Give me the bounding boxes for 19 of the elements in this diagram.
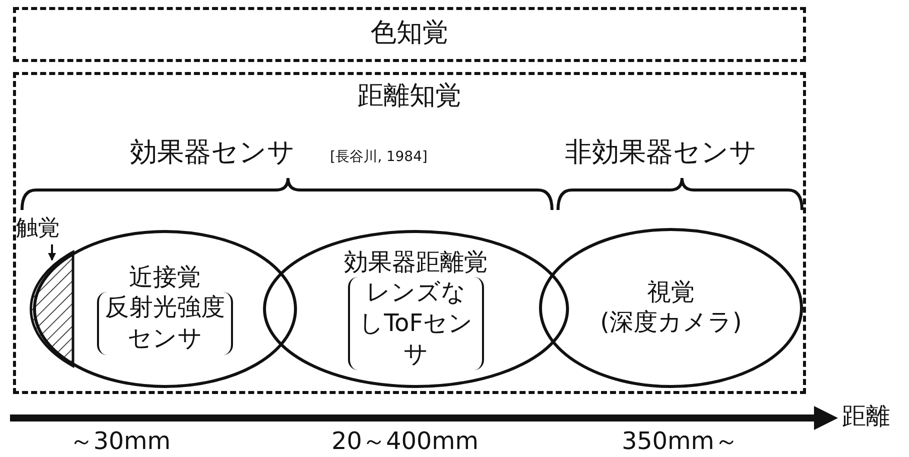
- dashed-frame: [13, 72, 806, 394]
- group-label: 非効果器センサ: [565, 137, 757, 170]
- ellipse-title: 近接覚: [129, 263, 201, 292]
- ellipse-title: 視覚: [647, 278, 695, 307]
- ellipse-title: 効果器距離覚: [344, 248, 488, 277]
- ellipse-subtitle: レンズなしToFセンサ: [348, 276, 484, 370]
- frame-title: 距離知覚: [356, 81, 462, 112]
- frame-title: 色知覚: [370, 18, 450, 50]
- ellipse-subtitle: 反射光強度センサ: [97, 292, 233, 355]
- group-label: 効果器センサ: [130, 137, 295, 170]
- range-label: 350mm～: [622, 427, 738, 456]
- dashed-frame: [13, 7, 806, 62]
- axis-label: 距離: [842, 402, 890, 431]
- leader-arrow: [48, 244, 56, 261]
- text-label: 触覚: [16, 216, 60, 242]
- range-label: ～30mm: [69, 427, 171, 456]
- citation: [長谷川, 1984]: [330, 149, 428, 166]
- ellipse-subtitle: (深度カメラ): [599, 306, 743, 338]
- range-label: 20～400mm: [331, 427, 479, 456]
